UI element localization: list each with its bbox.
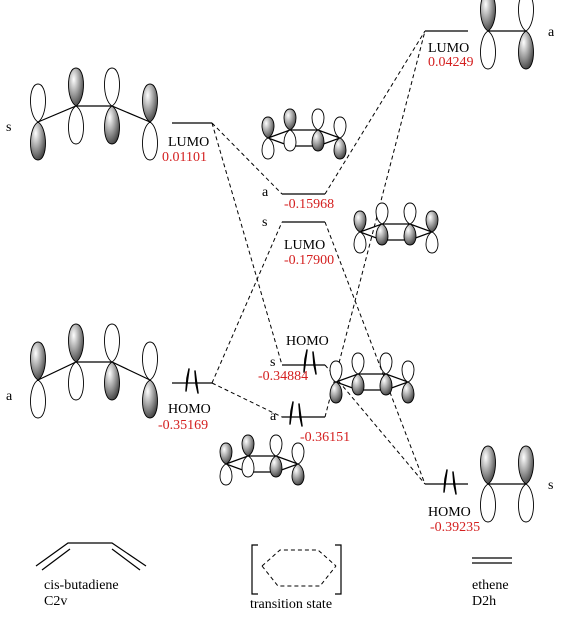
ethene-lumo-energy: 0.04249 — [428, 55, 474, 70]
ethene-homo-symmetry: s — [548, 478, 553, 493]
butadiene-homo-orbital — [30, 323, 158, 419]
ethene-homo-energy: -0.39235 — [430, 520, 480, 535]
ethene-lumo-orbital — [480, 0, 534, 70]
ts-lower-s-energy: -0.34884 — [258, 369, 308, 384]
cis-butadiene-structure — [35, 542, 147, 571]
ethene-homo-orbital — [480, 445, 534, 523]
ts-lower-electron-pair-icon — [289, 401, 303, 427]
ts-lower-s-symmetry: s — [270, 355, 275, 370]
ts-upper-s-energy: -0.17900 — [284, 253, 334, 268]
ethene-point-group: D2h — [472, 594, 496, 609]
ethene-name: ethene — [472, 578, 509, 593]
butadiene-homo-label: HOMO — [168, 402, 211, 417]
butadiene-homo-symmetry: a — [6, 389, 13, 404]
ethene-lumo-label: LUMO — [428, 41, 469, 56]
cis-butadiene-name: cis-butadiene — [44, 578, 119, 593]
correlation-lines — [211, 30, 426, 485]
ts-lower-a-orbital — [219, 434, 305, 486]
ts-upper-a-symmetry: a — [262, 185, 269, 200]
cis-butadiene-point-group: C2v — [44, 594, 67, 609]
ethene-homo-label: HOMO — [428, 505, 471, 520]
ts-upper-s-label: LUMO — [284, 238, 325, 253]
ts-upper-s-symmetry: s — [262, 215, 267, 230]
transition-state-structure — [251, 544, 342, 595]
butadiene-electron-pair-icon — [185, 368, 199, 394]
ts-lower-s-orbital — [329, 352, 415, 404]
ts-lower-a-symmetry: a — [270, 409, 277, 424]
ts-upper-a-energy: -0.15968 — [284, 197, 334, 212]
butadiene-lumo-orbital — [30, 67, 158, 161]
ts-lower-a-energy: -0.36151 — [300, 430, 350, 445]
ts-lower-s-homo-label: HOMO — [286, 334, 329, 349]
butadiene-lumo-energy: 0.01101 — [162, 150, 207, 165]
butadiene-lumo-label: LUMO — [168, 135, 209, 150]
transition-state-name: transition state — [250, 597, 332, 612]
butadiene-homo-energy: -0.35169 — [158, 418, 208, 433]
ts-upper-s-orbital — [353, 202, 439, 254]
ethene-structure — [472, 557, 512, 564]
ts-upper-a-orbital — [261, 108, 347, 160]
ethene-lumo-symmetry: a — [548, 25, 555, 40]
butadiene-lumo-symmetry: s — [6, 120, 11, 135]
ethene-electron-pair-icon — [443, 469, 457, 495]
